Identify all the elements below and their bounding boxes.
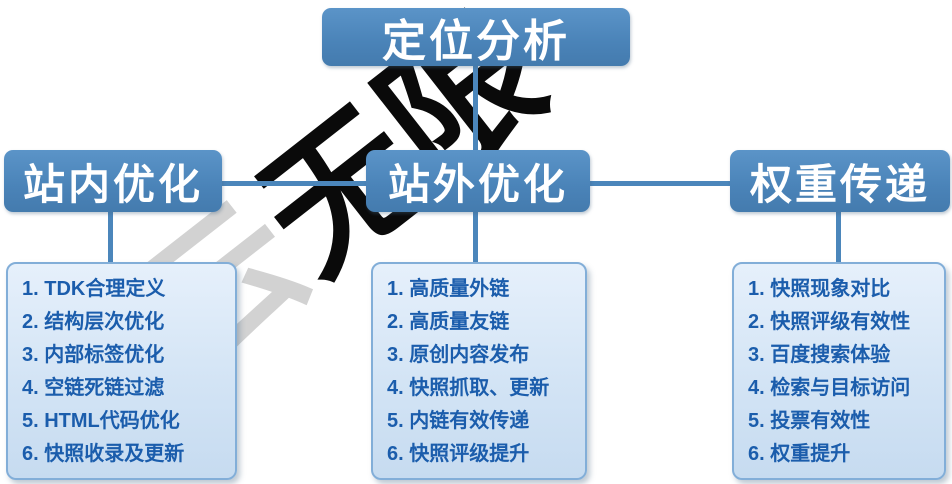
list-panel-offsite: 1. 高质量外链 2. 高质量友链 3. 原创内容发布 4. 快照抓取、更新 5…	[371, 262, 587, 480]
list-item: 4. 检索与目标访问	[748, 376, 911, 399]
connector-line-branch-3	[836, 210, 841, 264]
list-item: 3. 原创内容发布	[387, 343, 530, 366]
list-item: 1. 快照现象对比	[748, 277, 891, 300]
list-item: 4. 空链死链过滤	[22, 376, 165, 399]
list-item: 6. 快照评级提升	[387, 442, 530, 465]
list-item: 5. HTML代码优化	[22, 409, 180, 432]
connector-line-branch-2	[473, 210, 478, 264]
connector-line-root	[473, 60, 478, 155]
branch-node-onsite: 站内优化	[4, 150, 222, 212]
list-item: 4. 快照抓取、更新	[387, 376, 550, 399]
branch-node-offsite: 站外优化	[366, 150, 590, 212]
list-item: 2. 高质量友链	[387, 310, 510, 333]
list-item: 6. 快照收录及更新	[22, 442, 185, 465]
list-item: 5. 投票有效性	[748, 409, 871, 432]
list-item: 1. 高质量外链	[387, 277, 510, 300]
list-item: 3. 内部标签优化	[22, 343, 165, 366]
list-item: 2. 快照评级有效性	[748, 310, 911, 333]
list-item: 5. 内链有效传递	[387, 409, 530, 432]
list-item: 2. 结构层次优化	[22, 310, 165, 333]
list-item: 1. TDK合理定义	[22, 277, 166, 300]
list-item: 6. 权重提升	[748, 442, 851, 465]
list-panel-weight: 1. 快照现象对比 2. 快照评级有效性 3. 百度搜索体验 4. 检索与目标访…	[732, 262, 946, 480]
connector-line-branch-1	[108, 210, 113, 264]
branch-node-weight: 权重传递	[730, 150, 950, 212]
list-item: 3. 百度搜索体验	[748, 343, 891, 366]
root-node: 定位分析	[322, 8, 630, 66]
list-panel-onsite: 1. TDK合理定义 2. 结构层次优化 3. 内部标签优化 4. 空链死链过滤…	[6, 262, 237, 480]
